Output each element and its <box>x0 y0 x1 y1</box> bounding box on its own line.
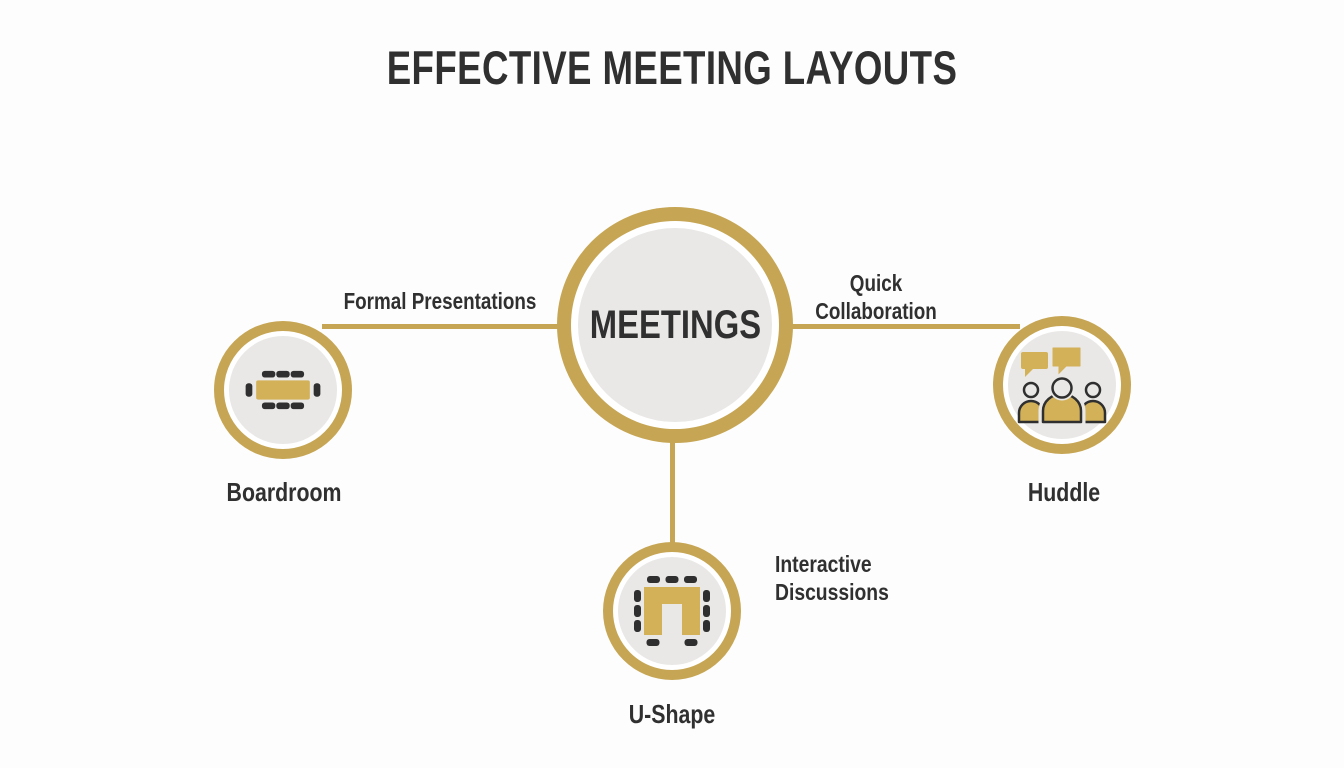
meetings-center-inner: MEETINGS <box>571 221 779 429</box>
huddle-node <box>993 316 1131 454</box>
u-shape-table-icon <box>634 576 710 646</box>
ushape-connection-label: Interactive Discussions <box>775 551 889 605</box>
diagram-title: EFFECTIVE MEETING LAYOUTS <box>386 41 958 94</box>
boardroom-node <box>214 321 352 459</box>
connector-boardroom <box>322 324 562 329</box>
ushape-label: U-Shape <box>628 699 716 729</box>
boardroom-table-icon <box>245 370 321 410</box>
boardroom-connection-label: Formal Presentations <box>343 288 537 314</box>
boardroom-label: Boardroom <box>226 477 342 507</box>
ushape-node <box>603 542 741 680</box>
connector-huddle <box>788 324 1020 329</box>
huddle-people-icon <box>1017 345 1107 425</box>
meetings-center-node: MEETINGS <box>557 207 793 443</box>
huddle-label: Huddle <box>1027 477 1101 507</box>
huddle-connection-label: Quick Collaboration <box>815 270 937 324</box>
connector-ushape <box>670 438 675 550</box>
meetings-center-label: MEETINGS <box>589 302 761 347</box>
